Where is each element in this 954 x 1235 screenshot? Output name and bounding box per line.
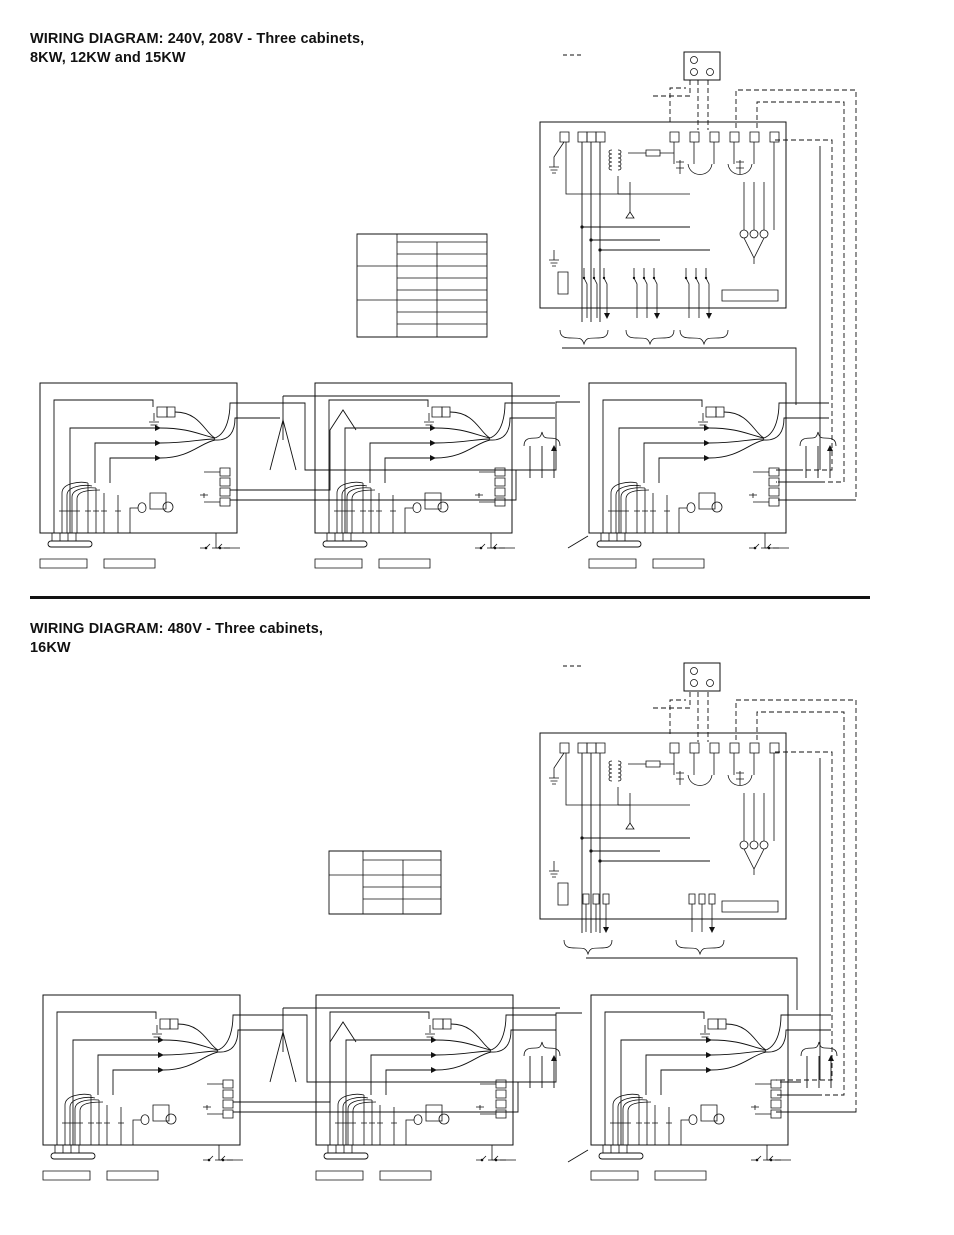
cabinet-2a (43, 995, 283, 1180)
diagram-1-title: WIRING DIAGRAM: 240V, 208V - Three cabin… (30, 31, 365, 66)
thermostat-2 (683, 662, 721, 692)
cabinet-2b (316, 995, 556, 1180)
section-divider (30, 596, 870, 599)
cabinet-1a (40, 383, 280, 568)
diagram-2 (43, 662, 856, 1180)
cabinet-1c (589, 383, 829, 568)
load-table-1 (356, 233, 488, 338)
diagram-2-title: WIRING DIAGRAM: 480V - Three cabinets, 1… (30, 621, 324, 656)
cabinet-1b (315, 383, 555, 568)
control-panel-1 (539, 121, 787, 323)
diagram-1 (40, 51, 856, 568)
cabinet-2c (591, 995, 831, 1180)
thermostat-1 (683, 51, 721, 81)
control-panel-2 (539, 732, 787, 934)
load-table-2 (328, 850, 442, 915)
